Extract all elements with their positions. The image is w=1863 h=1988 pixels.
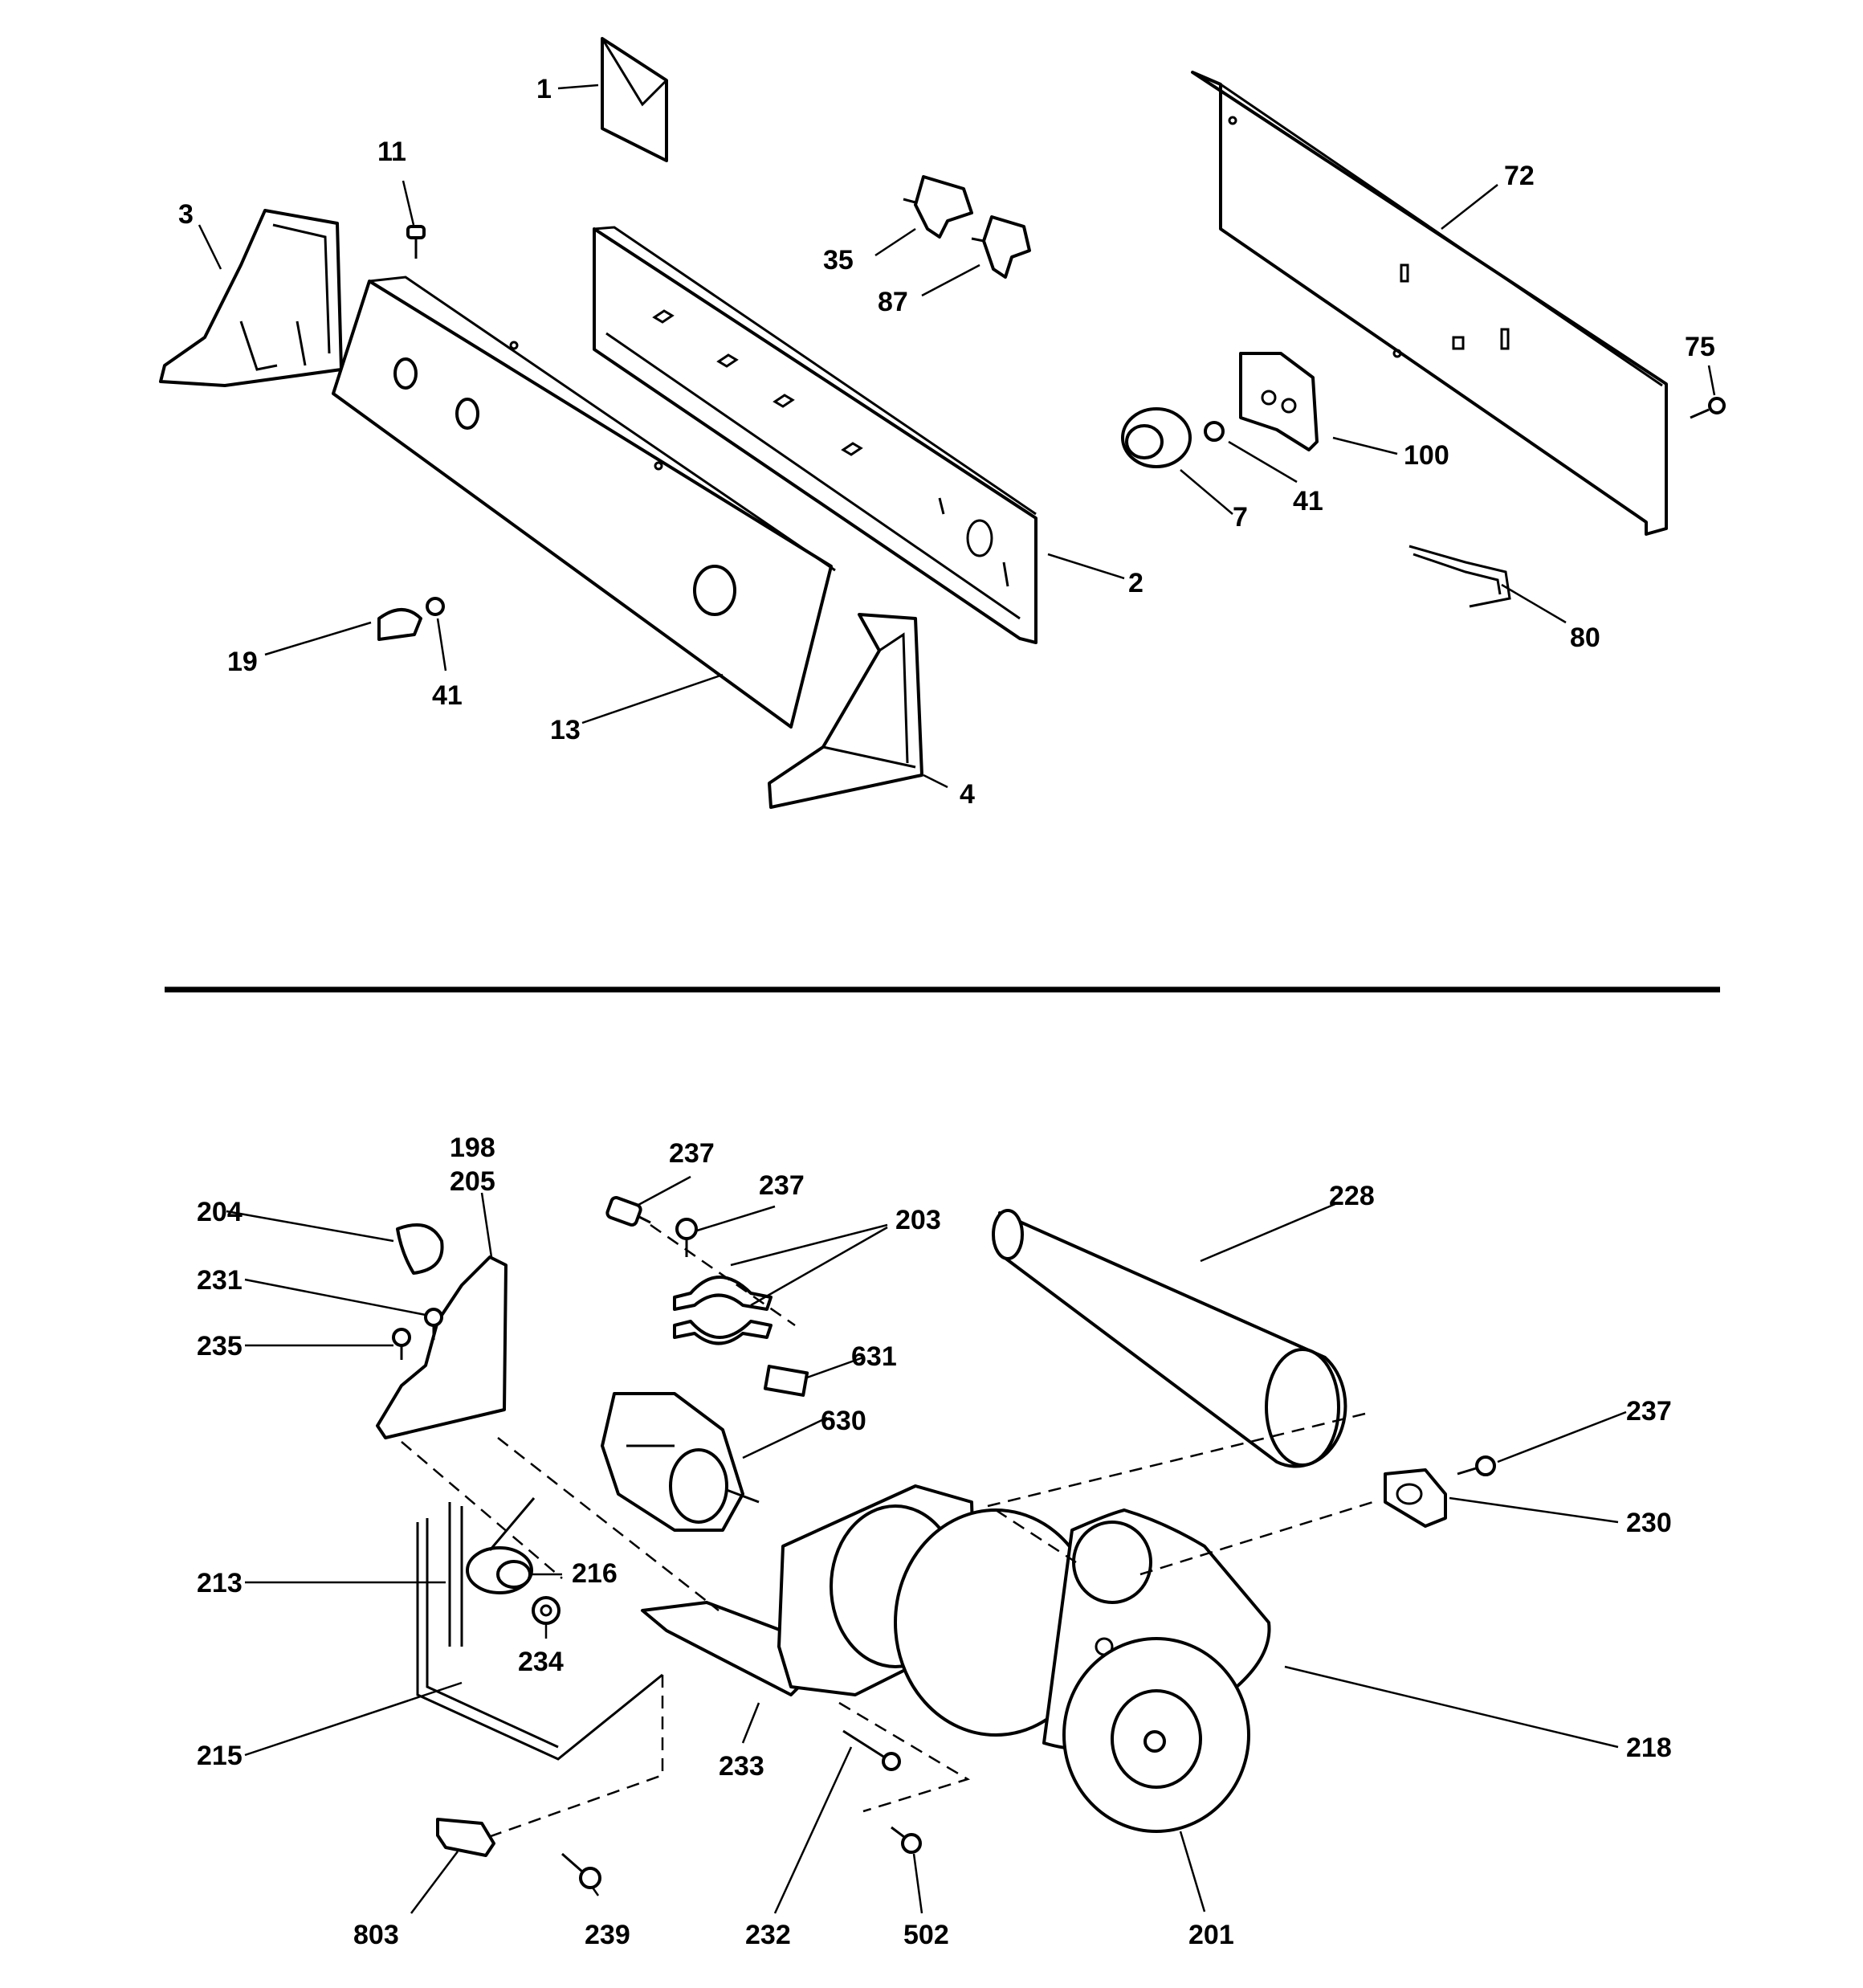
part-231-screw bbox=[424, 1308, 443, 1340]
label-35: 35 bbox=[823, 245, 854, 276]
label-41-lower: 41 bbox=[432, 680, 463, 711]
part-4-end-cap-right bbox=[768, 613, 923, 809]
label-198: 198 bbox=[450, 1133, 495, 1163]
label-230: 230 bbox=[1626, 1508, 1672, 1538]
leader-lines bbox=[198, 84, 1716, 1914]
part-7-timer-knob bbox=[1121, 407, 1192, 468]
label-235: 235 bbox=[197, 1331, 243, 1361]
part-201-blower-wheel bbox=[1062, 1637, 1250, 1833]
part-215-idler-arm bbox=[416, 1518, 663, 1761]
label-233: 233 bbox=[719, 1751, 764, 1782]
label-2: 2 bbox=[1128, 568, 1143, 598]
assembly-dashed-lines bbox=[401, 1223, 1374, 1841]
part-237-screw-b bbox=[675, 1218, 698, 1257]
label-72: 72 bbox=[1504, 161, 1535, 191]
part-631-relay bbox=[763, 1365, 809, 1397]
label-803: 803 bbox=[353, 1920, 399, 1950]
part-1-envelope bbox=[601, 37, 668, 162]
part-19-knob bbox=[377, 608, 422, 641]
part-75-screw bbox=[1690, 397, 1726, 419]
label-205: 205 bbox=[450, 1166, 495, 1197]
part-35-bracket bbox=[903, 175, 973, 239]
label-216: 216 bbox=[572, 1558, 618, 1589]
part-80-harness bbox=[1408, 545, 1511, 608]
part-239-screw bbox=[561, 1852, 601, 1889]
label-237-c: 237 bbox=[1626, 1396, 1672, 1427]
label-75: 75 bbox=[1685, 332, 1715, 362]
part-203-strap-upper bbox=[673, 1276, 773, 1311]
part-11-screw bbox=[406, 225, 426, 259]
part-216-idler-pulley bbox=[466, 1497, 536, 1594]
label-11: 11 bbox=[377, 137, 406, 167]
part-803-switch bbox=[436, 1818, 495, 1857]
part-204-clamp bbox=[396, 1223, 444, 1275]
part-203-strap-lower bbox=[673, 1320, 773, 1345]
part-228-duct bbox=[992, 1209, 1347, 1468]
label-100: 100 bbox=[1404, 440, 1449, 471]
part-205-bracket bbox=[376, 1255, 508, 1439]
part-232-bolt bbox=[842, 1729, 901, 1771]
label-237-b: 237 bbox=[759, 1170, 805, 1201]
part-237-spring-screw bbox=[605, 1195, 651, 1227]
part-72-rear-panel bbox=[1191, 71, 1668, 536]
label-19: 19 bbox=[227, 647, 258, 677]
part-100-timer bbox=[1239, 352, 1319, 451]
label-87: 87 bbox=[878, 287, 908, 317]
label-234: 234 bbox=[518, 1647, 564, 1677]
part-13-control-panel bbox=[332, 276, 836, 729]
label-631: 631 bbox=[851, 1341, 897, 1372]
label-232: 232 bbox=[745, 1920, 791, 1950]
part-labels: 1 11 3 35 87 72 75 100 41 7 2 80 19 41 1… bbox=[178, 74, 1715, 1950]
label-201: 201 bbox=[1188, 1920, 1234, 1950]
label-231: 231 bbox=[197, 1265, 243, 1296]
label-204: 204 bbox=[197, 1197, 243, 1227]
label-7: 7 bbox=[1233, 502, 1248, 533]
part-502-screw bbox=[891, 1826, 922, 1854]
label-1: 1 bbox=[536, 74, 552, 104]
label-215: 215 bbox=[197, 1741, 243, 1771]
label-237-a: 237 bbox=[669, 1138, 715, 1169]
part-41-clip-right bbox=[1204, 421, 1225, 442]
label-13: 13 bbox=[550, 715, 581, 745]
part-230-thermostat bbox=[1384, 1468, 1447, 1528]
part-213-belt bbox=[448, 1502, 463, 1647]
label-213: 213 bbox=[197, 1568, 243, 1598]
part-2-backsplash-rail bbox=[593, 226, 1037, 644]
label-239: 239 bbox=[585, 1920, 630, 1950]
label-4: 4 bbox=[960, 779, 975, 810]
part-630-motor bbox=[601, 1392, 760, 1532]
label-41-upper: 41 bbox=[1293, 486, 1323, 516]
part-3-end-cap-left bbox=[159, 209, 343, 387]
label-630: 630 bbox=[821, 1406, 866, 1436]
label-502: 502 bbox=[903, 1920, 949, 1950]
label-203: 203 bbox=[895, 1205, 941, 1235]
part-235-screw bbox=[392, 1328, 411, 1360]
label-80: 80 bbox=[1570, 623, 1600, 653]
part-41-clip-left bbox=[426, 597, 445, 616]
part-237-screw-c bbox=[1457, 1455, 1496, 1476]
label-3: 3 bbox=[178, 199, 194, 230]
label-228: 228 bbox=[1329, 1181, 1375, 1211]
label-218: 218 bbox=[1626, 1733, 1672, 1763]
part-87-bracket bbox=[971, 215, 1031, 279]
part-234-pulley-bushing bbox=[532, 1596, 561, 1625]
